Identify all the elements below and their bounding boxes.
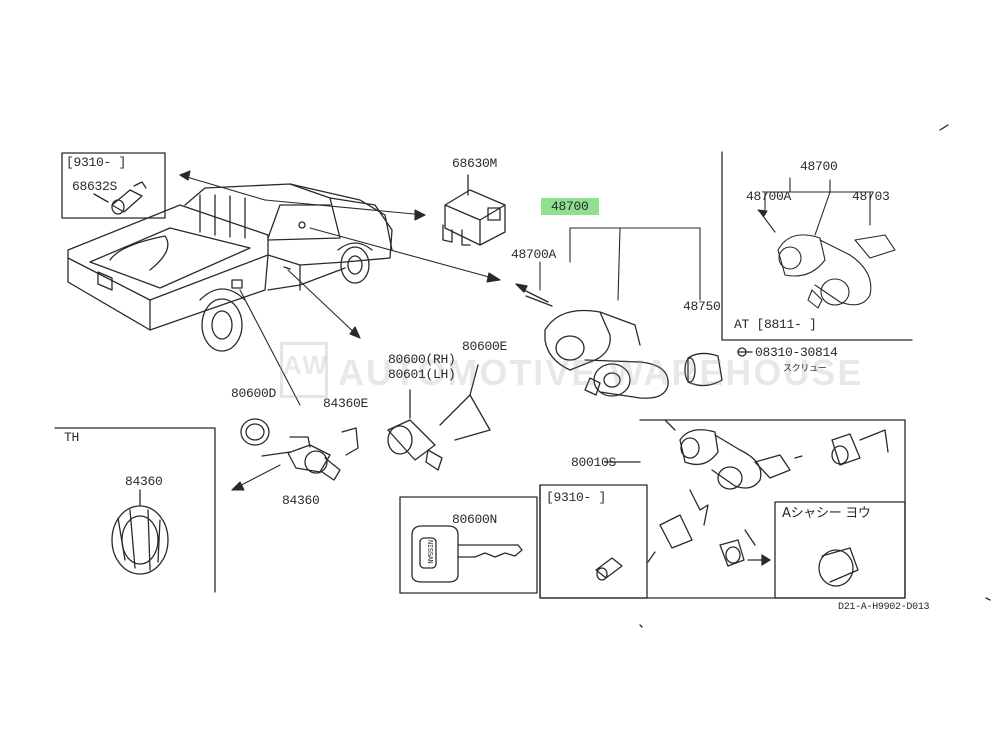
inset-box-a-chassis (774, 501, 906, 599)
label-9310-b: [9310- ] (546, 490, 607, 505)
part-84360-th-drawing (111, 489, 169, 575)
part-9310b-drawing (595, 557, 623, 581)
key-brand: NISSAN (425, 540, 433, 564)
watermark-logo-box (280, 342, 328, 398)
part-80600D-drawing (240, 418, 270, 446)
label-48700-highlighted[interactable]: 48700 (541, 198, 599, 215)
inset-box-80600N (399, 496, 538, 594)
inset-box-9310-b (539, 484, 648, 599)
label-80600E: 80600E (462, 339, 508, 354)
label-at-code: AT [8811- ] (734, 317, 817, 332)
label-48700-at: 48700 (800, 159, 838, 174)
watermark-logo: AW (283, 350, 329, 380)
label-80601LH: 80601(LH) (388, 367, 456, 382)
label-screw-jp: スクリュー (783, 364, 827, 374)
label-48703: 48703 (852, 189, 890, 204)
part-a-chassis-drawing (818, 547, 859, 587)
label-68632S: 68632S (72, 179, 118, 194)
label-a-chassis: Aシャシー ヨウ (782, 506, 871, 521)
inset-box-at (721, 151, 913, 341)
diagram-code: D21-A-H9902-D013 (838, 602, 930, 613)
inset-box-th (54, 427, 216, 593)
watermark-text: AUTOMOTIVE WAREHOUSE (338, 352, 864, 393)
leader-arrows (179, 170, 501, 491)
inset-box-9310-a (61, 152, 166, 219)
label-48750: 48750 (683, 299, 721, 314)
truck-illustration (67, 183, 393, 352)
part-48700-group-lines (539, 227, 701, 301)
label-th: TH (64, 430, 80, 445)
label-84360-th: 84360 (125, 474, 163, 489)
part-84360-drawing (261, 427, 359, 481)
label-68630M: 68630M (452, 156, 498, 171)
part-68630M-drawing (442, 174, 506, 246)
part-80600-drawing (387, 364, 491, 471)
part-68632S-drawing (93, 181, 147, 215)
label-08310-30814: 08310-30814 (755, 345, 838, 360)
highlight-48700[interactable]: 48700 (541, 198, 599, 215)
label-9310-a: [9310- ] (66, 155, 127, 170)
label-84360-mid: 84360 (282, 493, 320, 508)
label-80600D: 80600D (231, 386, 277, 401)
label-48700A: 48700A (511, 247, 557, 262)
label-48700A-at: 48700A (746, 189, 792, 204)
label-80010S: 80010S (571, 455, 617, 470)
key-80600N-drawing (411, 525, 523, 583)
label-84360E: 84360E (323, 396, 369, 411)
label-80600N: 80600N (452, 512, 498, 527)
part-48700-drawing (515, 283, 753, 399)
part-48700-at-drawing (757, 177, 896, 309)
label-80600RH: 80600(RH) (388, 352, 456, 367)
part-80010S-drawing (647, 419, 889, 567)
